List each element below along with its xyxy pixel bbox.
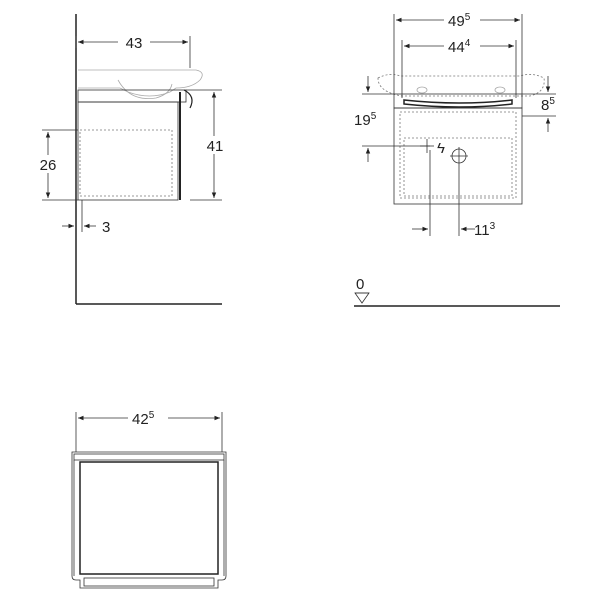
basin-outline xyxy=(78,69,203,97)
power-connection-icon: ϟ xyxy=(437,140,445,157)
side-view: 43 41 26 3 xyxy=(36,14,226,305)
dim-connection-height-label: 195 xyxy=(354,111,377,129)
dim-inner-width-label: 444 xyxy=(448,38,471,56)
siphon xyxy=(183,89,193,109)
dim-outer-width-label: 495 xyxy=(448,12,471,30)
basin-outline-front xyxy=(377,74,545,97)
cabinet-plan-inner xyxy=(79,461,219,575)
basin-bowl xyxy=(117,79,173,99)
cabinet-inner xyxy=(79,129,173,197)
water-connection-icon xyxy=(420,139,434,153)
cabinet-inner-front xyxy=(399,111,517,199)
drawer-plan-front xyxy=(83,577,215,587)
floor-level-label: 0 xyxy=(356,276,364,293)
tap-hole-right xyxy=(494,86,506,94)
cabinet-body-front xyxy=(393,107,523,205)
cabinet-body xyxy=(77,101,179,201)
tap-hole-left xyxy=(416,86,428,94)
dim-gap-label: 3 xyxy=(102,219,110,236)
cabinet-plan-outline xyxy=(71,451,227,589)
cabinet-plan-top-band xyxy=(73,453,225,461)
top-view: 425 xyxy=(71,409,227,589)
dim-width-label: 43 xyxy=(126,35,143,52)
dim-height-label: 41 xyxy=(207,138,224,155)
front-view: 495 444 85 195 ϟ xyxy=(354,11,560,307)
dim-top-width-label: 425 xyxy=(132,410,155,428)
drawer-handle xyxy=(403,99,513,108)
dim-top-offset-label: 85 xyxy=(541,96,555,114)
cabinet-lower-inner xyxy=(403,137,513,197)
dim-connection-offset-label: 113 xyxy=(474,221,496,239)
drain-connection-icon xyxy=(450,147,468,165)
level-marker-icon xyxy=(354,292,370,304)
dim-drawer-height-label: 26 xyxy=(40,157,57,174)
